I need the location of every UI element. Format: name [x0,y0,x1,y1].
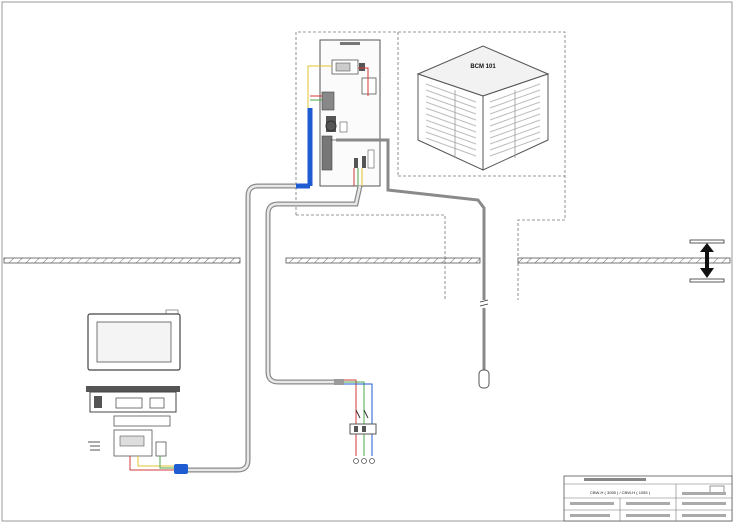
temperature-sensor [478,369,490,389]
unit-grille-left [425,83,477,157]
ground-symbol [88,441,100,451]
unit-label: BCM 101 [470,64,496,70]
outdoor-enclosure-outline [295,31,566,300]
double-arrow-icon [689,239,725,283]
cable-end-sleeve [334,379,344,385]
cable-connector [174,464,188,474]
fuse-switch [349,409,377,435]
title-block: CBW-H ( 3055 ) / CBW-H ( 1055 ) [563,475,733,522]
hmi-controller [86,309,181,457]
cable-bundle-outer [186,183,296,473]
board-wires [307,65,369,186]
hmi-wires [129,456,180,471]
outdoor-unit: BCM 101 [416,45,550,171]
sensor-cable-break [479,299,489,307]
supply-terminals [353,458,375,464]
title-block-model: CBW-H ( 3055 ) / CBW-H ( 1055 ) [590,490,651,495]
cable-bundle-inner [265,185,363,385]
control-board [319,39,381,187]
sensor-cable [336,138,486,370]
floor-slab [3,257,731,264]
